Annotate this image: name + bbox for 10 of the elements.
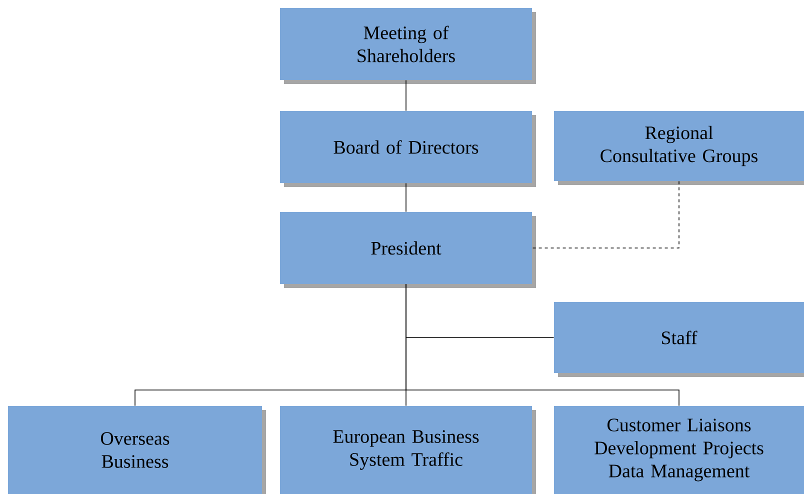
org-box: Staff xyxy=(554,302,804,377)
org-box: European Business System Traffic xyxy=(280,406,536,494)
org-box: Overseas Business xyxy=(8,406,266,494)
org-box: Meeting of Shareholders xyxy=(280,8,536,84)
org-box: Customer Liaisons Development Projects Data Management xyxy=(554,406,804,494)
org-box: Regional Consultative Groups xyxy=(554,110,804,185)
org-box: Board of Directors xyxy=(280,110,536,187)
connector-line xyxy=(532,180,680,248)
connector-line xyxy=(406,284,680,406)
org-box: President xyxy=(280,212,536,288)
